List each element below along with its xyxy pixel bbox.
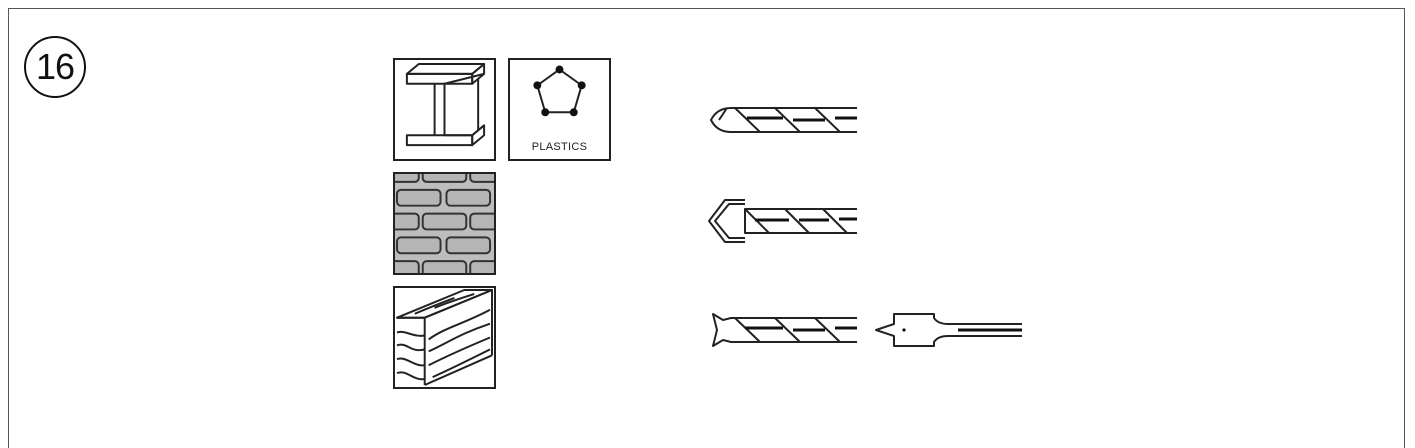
wood-grain-icon (393, 286, 496, 389)
step-number: 16 (35, 46, 75, 87)
masonry-drill-bit-icon (705, 194, 857, 248)
plastics-pentagon-icon: PLASTICS (508, 58, 611, 161)
step-number-badge: 16 (24, 36, 86, 98)
plastics-label: PLASTICS (531, 141, 588, 153)
brick-wall-icon (393, 172, 496, 275)
figure-frame (8, 8, 1405, 448)
spade-bit-icon (872, 310, 1022, 350)
twist-drill-bit-icon (705, 98, 857, 142)
steel-i-beam-icon (393, 58, 496, 161)
wood-brad-point-bit-icon (705, 308, 857, 352)
